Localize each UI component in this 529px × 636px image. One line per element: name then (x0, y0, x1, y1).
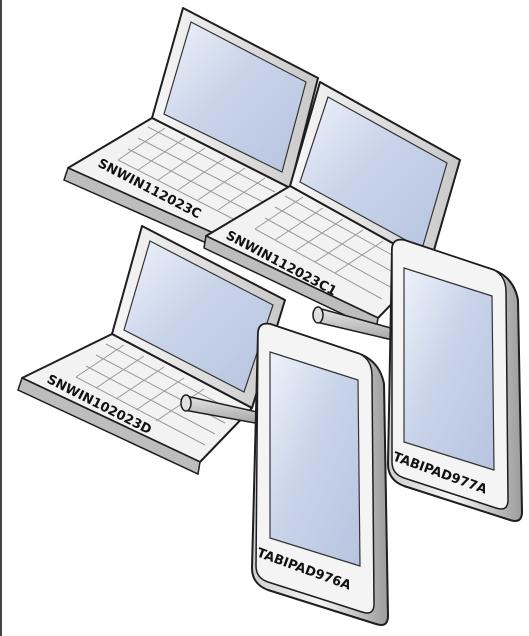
tablet-screen (404, 268, 494, 470)
tablet-screen (270, 352, 360, 566)
tablet-icon-tabipad976a: TABIPAD976A (252, 324, 388, 625)
tablet-icon-tabipad977a: TABIPAD977A (388, 240, 522, 521)
